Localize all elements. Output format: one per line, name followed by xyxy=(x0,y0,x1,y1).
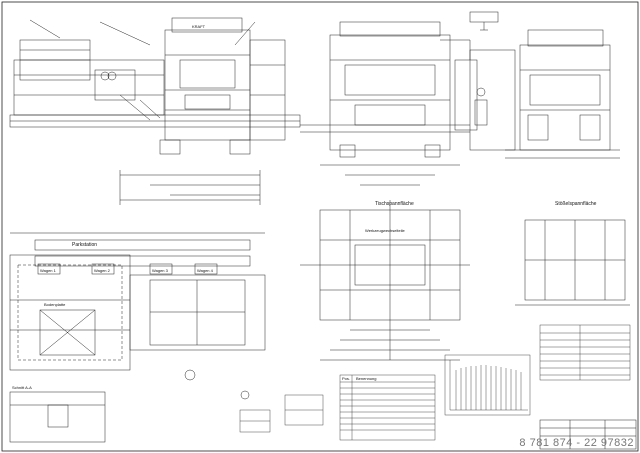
tisch-label: Tischspannfläche xyxy=(375,201,414,207)
title-block xyxy=(539,419,637,450)
stoessel-label: Stößelspannfläche xyxy=(555,201,597,207)
crane-view xyxy=(469,11,499,31)
werkzeug-label: Werkzeugwechselteile xyxy=(365,228,405,233)
plan-view xyxy=(9,232,266,443)
force-diagram xyxy=(444,354,531,416)
front-view-press xyxy=(300,21,478,186)
side-view-press-line xyxy=(9,17,301,205)
bodenplatte-label: Bodenplatte xyxy=(44,302,66,307)
watermark: 8 781 874 - 22 97832 xyxy=(519,437,634,449)
parts-list-table xyxy=(339,374,436,441)
parts-table-header-pos: Pos. xyxy=(342,376,350,381)
wagen-3-label: Wagen 3 xyxy=(152,268,169,273)
detail-views xyxy=(239,394,324,433)
table-clamping-plate xyxy=(300,200,470,361)
wagen-2-label: Wagen 2 xyxy=(94,268,111,273)
wagen-1-label: Wagen 1 xyxy=(40,268,57,273)
parts-table-header-name: Benennung xyxy=(356,376,376,381)
schnitt-label: Schnitt A-A xyxy=(12,385,32,390)
brand-label: KRAFT xyxy=(192,24,206,29)
parkstation-label: Parkstation xyxy=(72,242,97,248)
ram-clamping-plate xyxy=(515,219,630,306)
wagen-4-label: Wagen 4 xyxy=(197,268,214,273)
spec-table xyxy=(539,324,631,381)
right-side-views xyxy=(469,29,620,159)
